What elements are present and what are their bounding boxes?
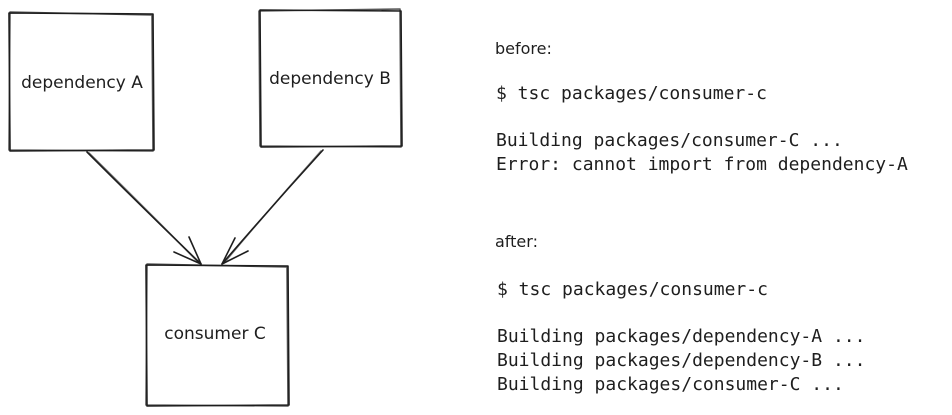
after-command: $ tsc packages/consumer-c: [497, 279, 768, 300]
before-command: $ tsc packages/consumer-c: [496, 83, 767, 104]
dependency-b-box[interactable]: dependency B: [258, 8, 403, 148]
dependency-a-box[interactable]: dependency A: [8, 11, 155, 152]
after-output-line-3: Building packages/consumer-C ...: [497, 374, 844, 395]
after-output-line-2: Building packages/dependency-B ...: [497, 350, 865, 371]
before-output-line-1: Building packages/consumer-C ...: [496, 130, 843, 151]
before-heading: before:: [495, 39, 552, 58]
arrow-b-to-c: [221, 149, 324, 265]
after-heading: after:: [495, 232, 538, 251]
before-output-line-2: Error: cannot import from dependency-A: [496, 154, 908, 175]
consumer-c-box[interactable]: consumer C: [145, 263, 290, 407]
consumer-c-label: consumer C: [164, 324, 265, 344]
arrow-a-to-c: [86, 151, 202, 265]
dependency-a-label: dependency A: [21, 73, 143, 93]
dependency-b-label: dependency B: [269, 69, 391, 89]
after-output-line-1: Building packages/dependency-A ...: [497, 326, 865, 347]
